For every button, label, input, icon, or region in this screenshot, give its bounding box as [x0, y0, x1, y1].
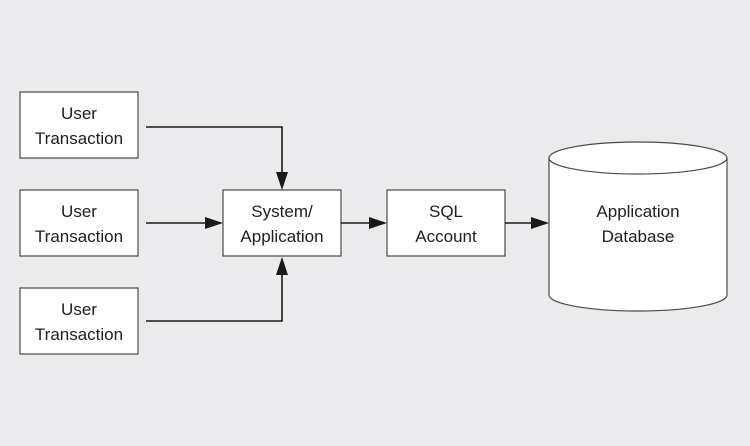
edge-user-transaction-3-to-system: [146, 257, 288, 322]
arrowhead-icon: [276, 172, 288, 190]
node-box: [19, 189, 139, 257]
edge-sql-account-to-database: [505, 217, 549, 229]
node-box: [222, 189, 342, 257]
node-label-line2: Transaction: [35, 129, 123, 148]
node-label-line1: System/: [251, 202, 313, 221]
node-label-line2: Application: [240, 227, 323, 246]
arrowhead-icon: [531, 217, 549, 229]
node-label-line1: SQL: [429, 202, 463, 221]
node-label-line1: User: [61, 202, 97, 221]
arrowhead-icon: [276, 257, 288, 275]
node-user-transaction-3: User Transaction: [19, 287, 139, 355]
node-label-line2: Transaction: [35, 325, 123, 344]
node-box: [19, 287, 139, 355]
node-box: [386, 189, 506, 257]
edge-system-to-sql-account: [341, 217, 387, 229]
arrowhead-icon: [205, 217, 223, 229]
node-user-transaction-1: User Transaction: [19, 91, 139, 159]
node-system-application: System/ Application: [222, 189, 342, 257]
node-sql-account: SQL Account: [386, 189, 506, 257]
node-label-line2: Transaction: [35, 227, 123, 246]
edge-line: [146, 274, 283, 322]
edge-line: [146, 126, 283, 173]
node-label-line1: User: [61, 104, 97, 123]
edge-user-transaction-2-to-system: [146, 217, 223, 229]
node-application-database: Application Database: [548, 141, 728, 312]
node-label-line2: Database: [602, 227, 675, 246]
database-cylinder-top: [548, 141, 728, 175]
node-label-line1: Application: [596, 202, 679, 221]
database-cylinder-body: [548, 158, 728, 312]
arrowhead-icon: [369, 217, 387, 229]
node-box: [19, 91, 139, 159]
node-label-line1: User: [61, 300, 97, 319]
node-user-transaction-2: User Transaction: [19, 189, 139, 257]
node-label-line2: Account: [415, 227, 477, 246]
edge-user-transaction-1-to-system: [146, 126, 288, 190]
